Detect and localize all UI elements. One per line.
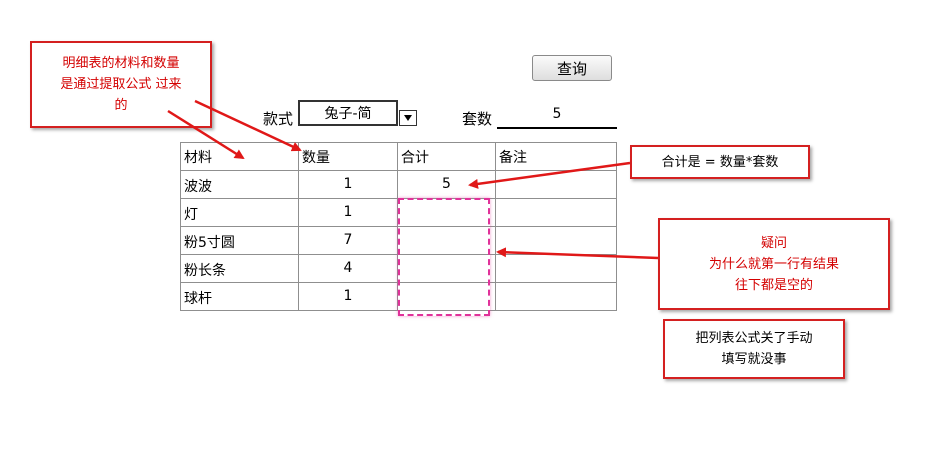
cell-material[interactable]: 波波 bbox=[180, 170, 299, 199]
annotation-note-question: 疑问 为什么就第一行有结果 往下都是空的 bbox=[658, 218, 890, 310]
sets-label: 套数 bbox=[462, 110, 493, 128]
arrow-to-total-icon bbox=[468, 161, 631, 189]
note-line: 的 bbox=[114, 98, 128, 113]
table-header-row: 材料 数量 合计 备注 bbox=[180, 142, 617, 171]
cell-material[interactable]: 粉长条 bbox=[180, 254, 299, 283]
note-line: 往下都是空的 bbox=[734, 277, 813, 293]
cell-remark[interactable] bbox=[495, 254, 617, 283]
dropdown-arrow-icon[interactable] bbox=[399, 110, 417, 126]
note-line: 明细表的材料和数量 bbox=[62, 56, 180, 71]
header-remark: 备注 bbox=[495, 142, 617, 171]
cell-remark[interactable] bbox=[495, 198, 617, 227]
annotation-note-source: 明细表的材料和数量 是通过提取公式 过来 的 bbox=[30, 41, 212, 128]
cell-material[interactable]: 球杆 bbox=[180, 282, 299, 311]
cell-qty[interactable]: 1 bbox=[298, 198, 398, 227]
detail-table: 材料 数量 合计 备注 波波 1 5 灯 1 粉5寸圆 7 粉长条 4 球杆 1 bbox=[180, 142, 617, 311]
annotation-note-formula: 合计是 = 数量*套数 bbox=[630, 145, 810, 179]
cell-total[interactable] bbox=[397, 254, 496, 283]
note-line: 是通过提取公式 过来 bbox=[60, 77, 182, 92]
note-line: 为什么就第一行有结果 bbox=[708, 256, 839, 272]
cell-remark[interactable] bbox=[495, 282, 617, 311]
arrow-to-qty-icon bbox=[194, 99, 302, 152]
note-line: 把列表公式关了手动 bbox=[695, 331, 813, 346]
sets-input-underline bbox=[497, 127, 617, 129]
table-row: 球杆 1 bbox=[180, 282, 617, 311]
cell-qty[interactable]: 1 bbox=[298, 282, 398, 311]
cell-qty[interactable]: 1 bbox=[298, 170, 398, 199]
cell-material[interactable]: 灯 bbox=[180, 198, 299, 227]
note-line: 疑问 bbox=[760, 235, 787, 251]
note-line: 填写就没事 bbox=[721, 352, 787, 367]
style-select[interactable]: 兔子-简 bbox=[298, 100, 398, 126]
annotation-note-workaround: 把列表公式关了手动 填写就没事 bbox=[663, 319, 845, 379]
table-row: 波波 1 5 bbox=[180, 170, 617, 199]
arrow-to-material-icon bbox=[167, 109, 245, 160]
table-row: 粉长条 4 bbox=[180, 254, 617, 283]
cell-qty[interactable]: 7 bbox=[298, 226, 398, 255]
table-row: 粉5寸圆 7 bbox=[180, 226, 617, 255]
sets-input[interactable]: 5 bbox=[552, 106, 562, 122]
cell-total[interactable] bbox=[397, 282, 496, 311]
style-label: 款式 bbox=[263, 110, 294, 128]
arrow-to-empty-cells-icon bbox=[496, 247, 659, 260]
note-line: 合计是 = 数量*套数 bbox=[661, 154, 779, 170]
query-button[interactable]: 查询 bbox=[532, 55, 612, 81]
empty-total-highlight bbox=[398, 198, 490, 316]
